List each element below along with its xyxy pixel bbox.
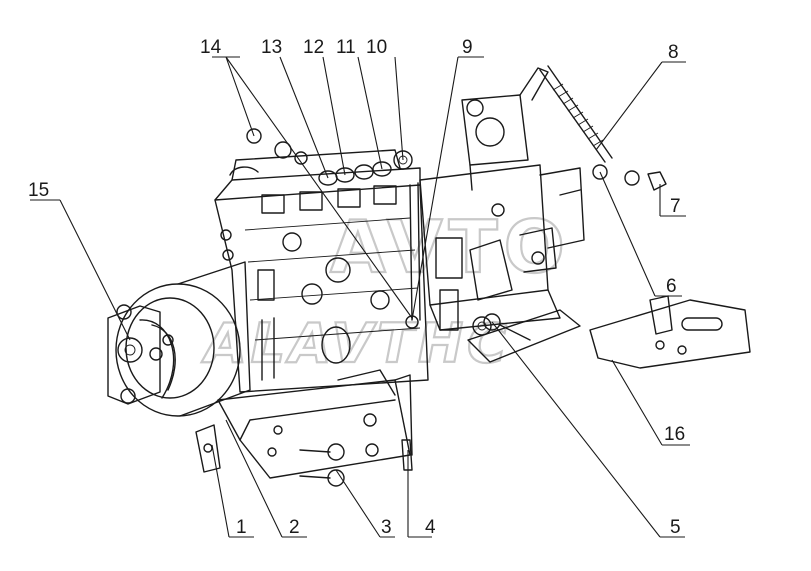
callout-7: 7 [670,196,681,217]
bracket-part-16 [589,295,751,369]
callout-5: 5 [670,517,681,538]
pump-assembly-drawing [107,65,751,487]
watermark-line-2: ALAVTHC [201,312,511,375]
callout-14: 14 [200,37,222,58]
plate-part-1 [195,424,221,473]
watermark-line-1: AVTO [330,205,571,289]
callout-6: 6 [666,276,677,297]
mounting-bracket-part-2 [217,369,413,479]
callout-1: 1 [236,517,247,538]
callout-3: 3 [381,517,392,538]
plate-hole [203,443,213,453]
governor-housing [419,67,585,363]
callout-11: 11 [336,37,356,58]
leader-lines [30,56,690,538]
callout-12: 12 [303,37,324,58]
callout-16: 16 [664,424,685,445]
cap-part-7 [647,171,667,191]
delivery-valve-holders [229,128,421,329]
stud-part-4 [401,439,413,471]
callout-labels: 1 2 3 4 5 6 7 8 9 10 11 12 13 14 15 16 [28,37,685,538]
drive-housing-part-15 [107,261,251,417]
callout-10: 10 [366,37,387,58]
bolts-part-3 [299,443,345,487]
callout-8: 8 [668,42,679,63]
bolt-part-5 [483,313,531,341]
washer-part-6 [624,170,640,186]
pipe-part-8 [539,65,613,180]
callout-9: 9 [462,37,473,58]
callout-15: 15 [28,180,49,201]
callout-13: 13 [261,37,282,58]
callout-4: 4 [425,517,436,538]
callout-2: 2 [289,517,300,538]
watermark: AVTO ALAVTHC [200,204,571,376]
